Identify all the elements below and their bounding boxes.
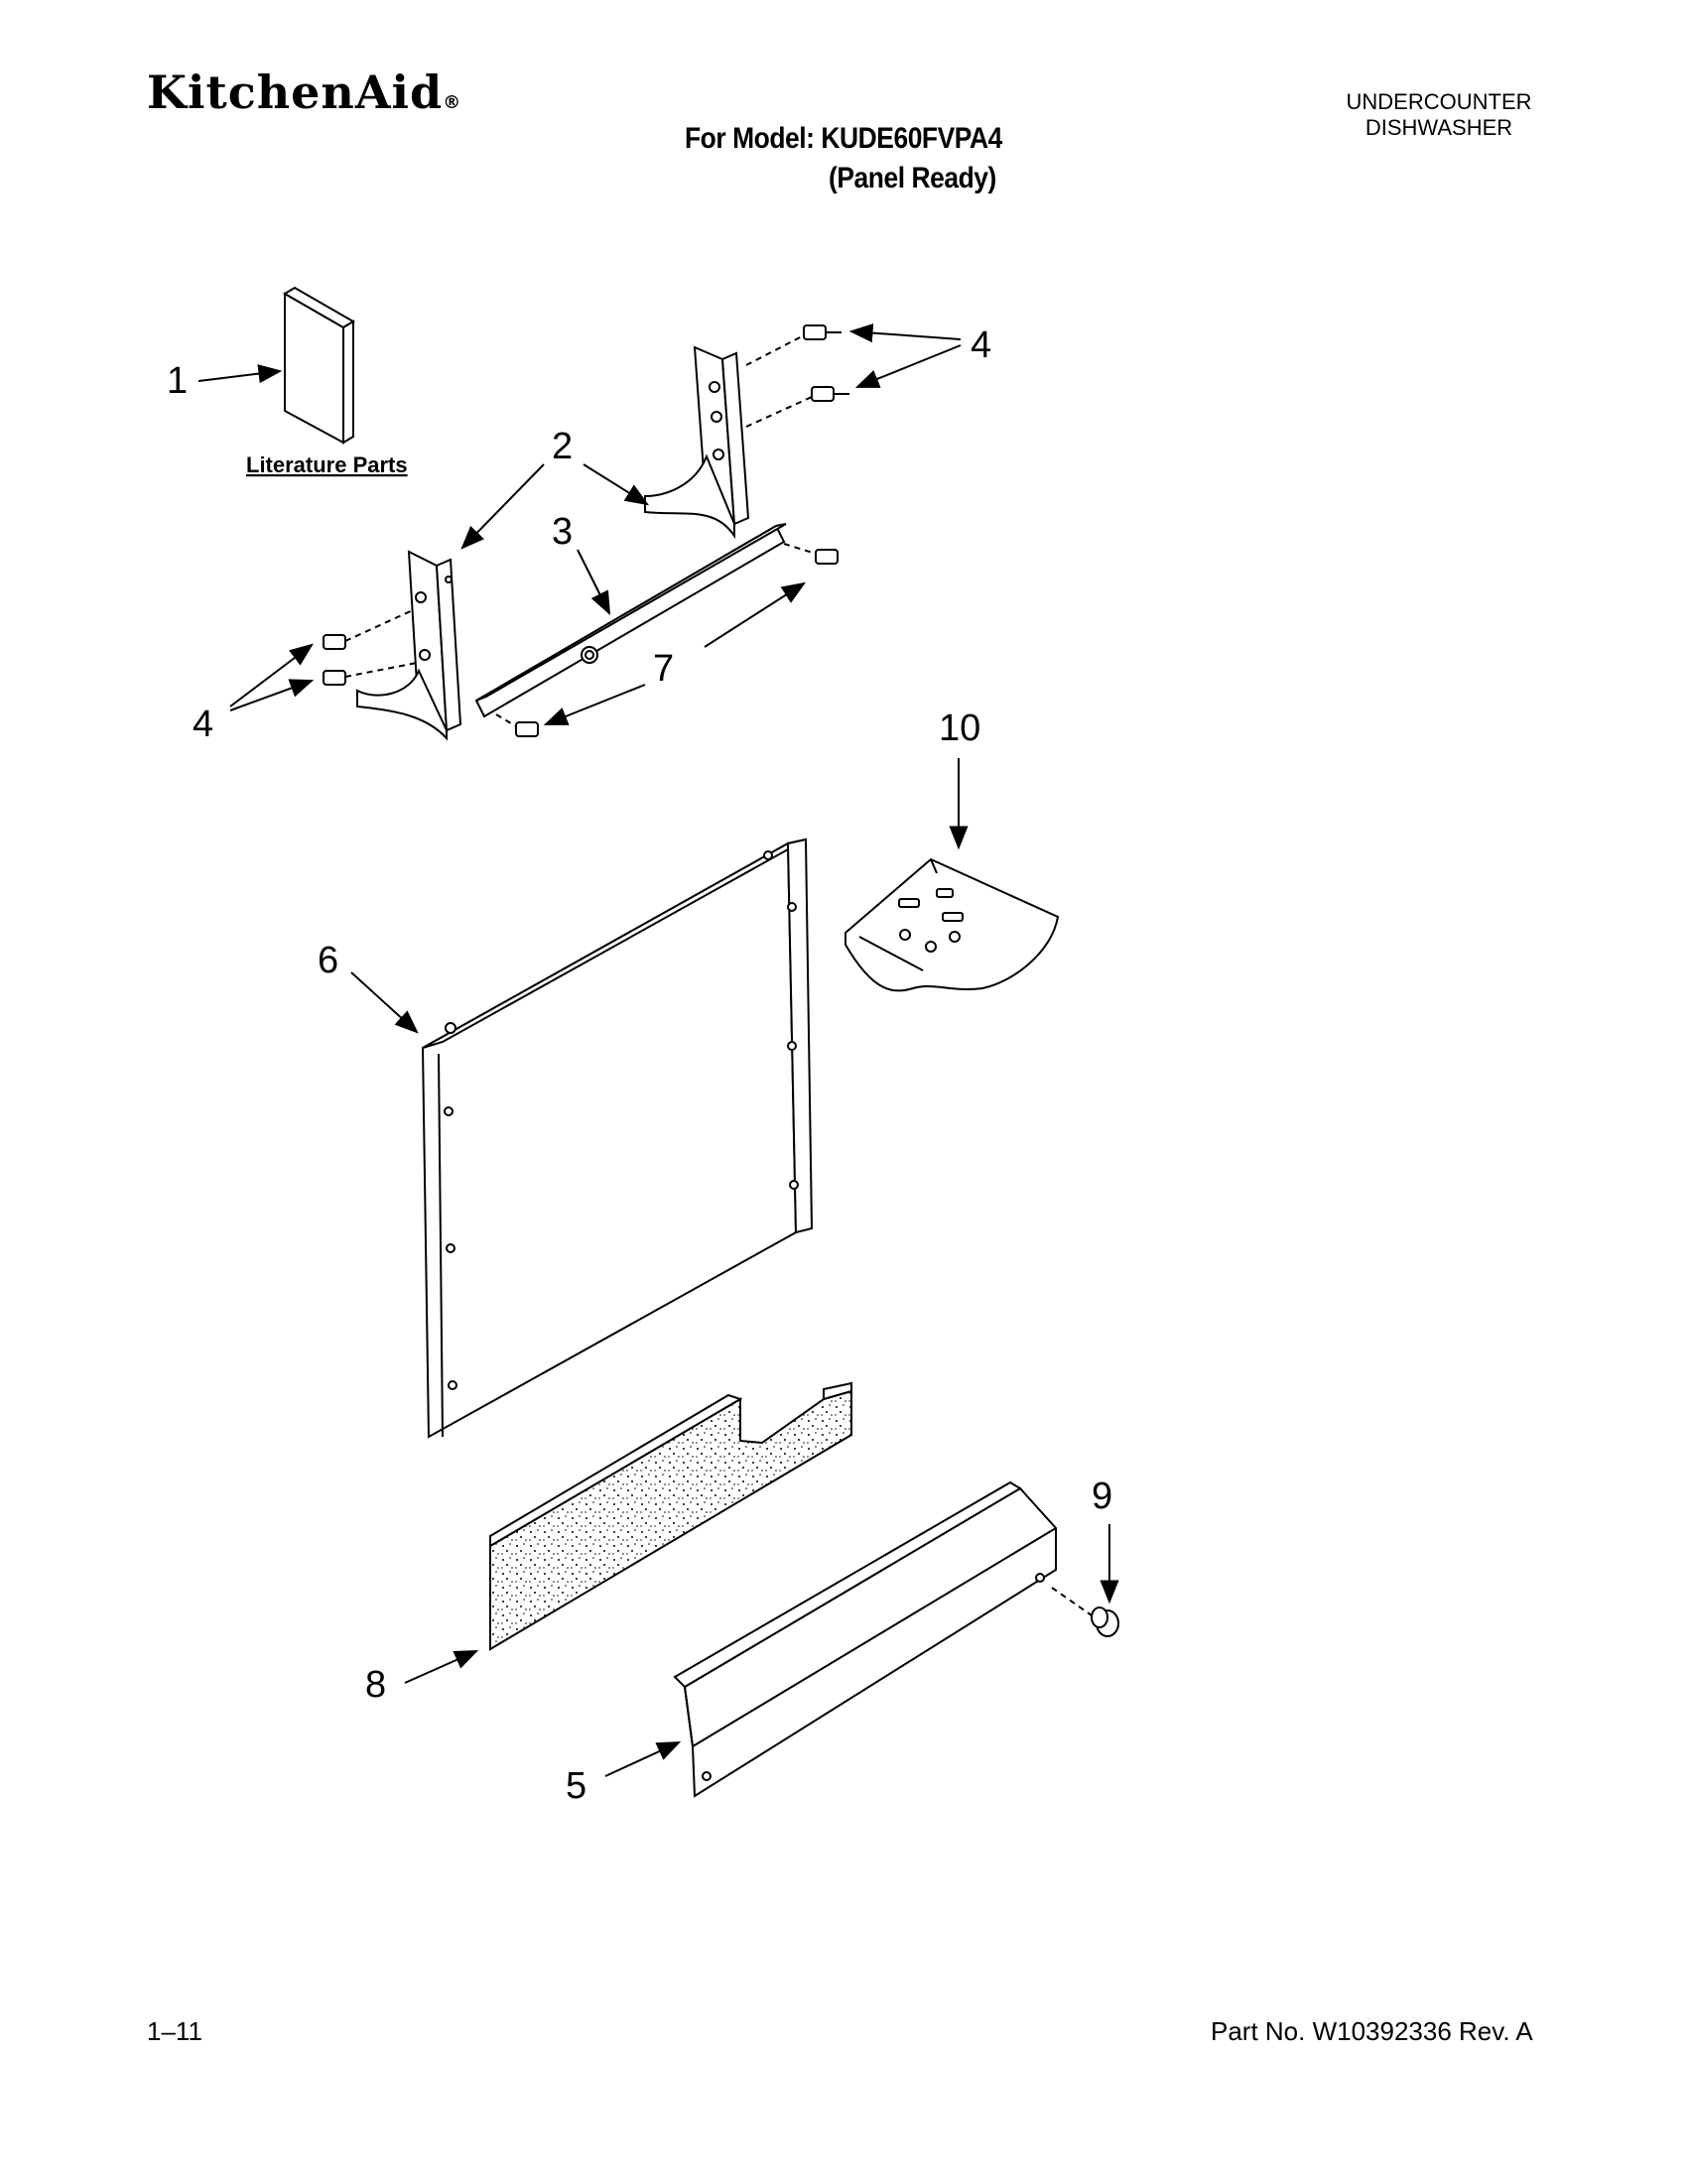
callout-arrow-4d [229, 679, 315, 711]
callout-arrow-2a [460, 463, 545, 550]
callout-arrow-6 [350, 971, 419, 1034]
model-line: For Model: KUDE60FVPA4 [685, 122, 1002, 155]
callout-arrow-5 [604, 1740, 682, 1777]
callout-arrow-3 [577, 549, 611, 616]
page-number: 1–11 [147, 2016, 202, 2046]
category-line-2: DISHWASHER [1364, 115, 1513, 140]
callout-arrow-8 [404, 1650, 479, 1684]
callout-6: 6 [318, 940, 338, 981]
literature-parts-label: Literature Parts [246, 452, 408, 477]
callout-arrow-2b [583, 463, 650, 506]
callout-arrow-4a [848, 322, 962, 343]
callout-10: 10 [939, 707, 980, 749]
callout-7: 7 [653, 648, 674, 690]
bracket-screws-lower [323, 608, 418, 686]
bracket-screws-upper [745, 324, 849, 428]
toe-panel-screw [1051, 1587, 1119, 1637]
product-category: UNDERCOUNTER DISHWASHER [1310, 89, 1568, 141]
mounting-bracket-right [644, 345, 750, 540]
support-rail [474, 523, 787, 718]
brand-logo: KitchenAid® [147, 69, 461, 115]
callout-4-lower: 4 [193, 704, 213, 745]
mounting-bracket-left [356, 550, 462, 741]
category-line-1: UNDERCOUNTER [1346, 89, 1532, 114]
callout-arrow-7a [704, 581, 807, 648]
literature-booklet [283, 286, 355, 445]
callout-9: 9 [1092, 1476, 1112, 1517]
callout-arrow-4c [229, 643, 314, 707]
insulation-foam [489, 1381, 852, 1651]
callout-5: 5 [566, 1765, 586, 1807]
callout-8: 8 [365, 1664, 386, 1706]
registered-mark: ® [443, 92, 462, 113]
callout-arrow-7b [543, 684, 646, 725]
part-number: Part No. W10392336 Rev. A [1211, 2016, 1533, 2046]
door-panel [421, 837, 814, 1439]
callout-2: 2 [552, 426, 573, 467]
brand-name: KitchenAid [147, 65, 444, 119]
hardware-bag [844, 857, 1060, 992]
callout-1: 1 [167, 360, 188, 402]
callout-3: 3 [552, 511, 573, 553]
callout-arrow-4b [854, 344, 962, 388]
model-variant: (Panel Ready) [829, 162, 996, 194]
callout-arrow-1 [197, 364, 283, 384]
toe-panel [673, 1480, 1057, 1798]
rail-screws [495, 543, 839, 737]
callout-4-upper: 4 [971, 324, 991, 366]
